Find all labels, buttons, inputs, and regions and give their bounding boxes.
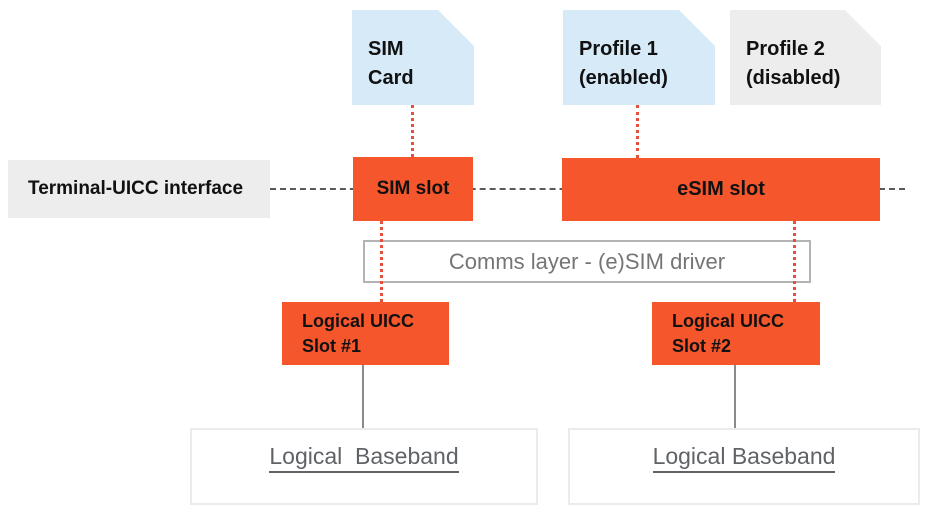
sim-slot-node: SIM slot — [353, 157, 473, 221]
red-dotted-connector-esimslot-to-luicc2 — [793, 221, 796, 302]
logical-uicc-slot2-node: Logical UICC Slot #2 — [652, 302, 820, 365]
profile1-label-line2: (enabled) — [579, 66, 668, 89]
logical-uicc-slot2-line2: Slot #2 — [672, 335, 732, 356]
profile1-label-line1: Profile 1 — [579, 37, 658, 60]
logical-uicc-slot1-node: Logical UICC Slot #1 — [282, 302, 449, 365]
logical-baseband2-node: Logical Baseband — [568, 428, 920, 505]
esim-slot-node: eSIM slot — [562, 158, 880, 221]
terminal-uicc-interface-text: Terminal-UICC interface — [28, 178, 244, 199]
gray-connector-luicc1-to-baseband1 — [362, 365, 364, 428]
esim-slot-label: eSIM slot — [677, 178, 765, 200]
sim-card-node: SIM Card — [352, 10, 474, 105]
comms-layer-label: Comms layer - (e)SIM driver — [448, 248, 726, 274]
red-dotted-connector-simslot-to-luicc1 — [380, 221, 383, 302]
profile2-label-line2: (disabled) — [746, 66, 841, 89]
terminal-uicc-interface-label: Terminal-UICC interface — [8, 160, 270, 218]
red-dotted-connector-simcard-to-simslot — [411, 105, 414, 157]
logical-baseband1-label: Logical Baseband — [269, 443, 459, 473]
profile1-node: Profile 1 (enabled) — [563, 10, 715, 105]
logical-baseband2-label: Logical Baseband — [652, 443, 836, 473]
sim-card-label-line1: SIM — [368, 37, 404, 60]
logical-uicc-slot1-line1: Logical UICC — [302, 310, 415, 331]
profile2-label-line1: Profile 2 — [746, 37, 825, 60]
logical-baseband1-node: Logical Baseband — [190, 428, 538, 505]
comms-layer-node: Comms layer - (e)SIM driver — [363, 240, 811, 283]
gray-connector-luicc2-to-baseband2 — [734, 365, 736, 428]
logical-uicc-slot1-line2: Slot #1 — [302, 335, 362, 356]
profile2-node: Profile 2 (disabled) — [730, 10, 881, 105]
sim-slot-label: SIM slot — [376, 178, 450, 199]
red-dotted-connector-profile1-to-esimslot — [636, 105, 639, 158]
sim-card-label-line2: Card — [368, 66, 414, 89]
logical-uicc-slot2-line1: Logical UICC — [672, 310, 785, 331]
